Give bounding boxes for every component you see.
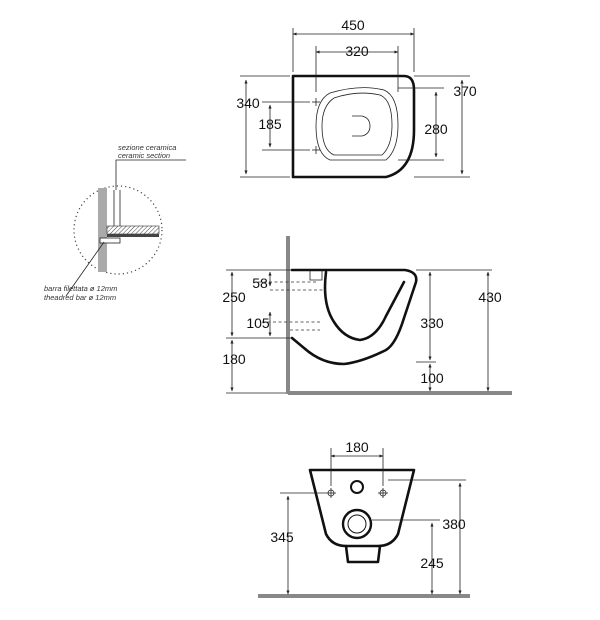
dim-330-label: 330 (420, 315, 444, 331)
detail-ceramic-hatch (106, 225, 160, 235)
front-inlet-circle (350, 480, 364, 494)
detail-wall-section (98, 188, 107, 272)
detail-dotted-circle (73, 185, 163, 275)
front-view: 180 345 380 245 (258, 439, 470, 598)
bar-label-en: theadred bar ø 12mm (44, 293, 116, 302)
ceramic-label-it: sezione ceramica (118, 143, 176, 152)
top-view-inner-rim-2 (321, 92, 393, 156)
front-body-outline (308, 468, 416, 548)
side-view: 58 250 105 180 330 100 430 (222, 236, 512, 395)
top-view-fixing-marks (312, 98, 320, 154)
dim-185-label: 185 (258, 116, 282, 132)
side-toilet-profile (290, 268, 418, 366)
top-view: 450 320 340 185 370 280 (236, 17, 477, 179)
dim-180-front-label: 180 (345, 439, 369, 455)
dim-180-side-label: 180 (222, 351, 246, 367)
front-trap (344, 544, 382, 564)
bar-label-it: barra filettata ø 12mm (44, 284, 117, 293)
top-view-bowl-outline (291, 74, 416, 179)
front-fixing-holes (326, 488, 388, 498)
fixing-detail: sezione ceramica ceramic section barra f… (44, 143, 186, 302)
dim-105-label: 105 (246, 315, 270, 331)
side-trap (323, 270, 406, 342)
dim-340-label: 340 (236, 95, 260, 111)
dim-58-label: 58 (252, 275, 268, 291)
front-drain-circle (341, 508, 373, 540)
dim-380-label: 380 (442, 516, 466, 532)
dim-450-label: 450 (341, 17, 365, 33)
dim-320-label: 320 (345, 43, 369, 59)
dim-280-label: 280 (424, 121, 448, 137)
dim-100-label: 100 (420, 370, 444, 386)
dim-370-label: 370 (453, 83, 477, 99)
top-view-drain (352, 115, 371, 137)
dim-245-label: 245 (420, 555, 444, 571)
top-view-inner-rim (315, 87, 399, 161)
dim-430-label: 430 (478, 289, 502, 305)
dim-250-label: 250 (222, 289, 246, 305)
detail-threaded-bar (99, 237, 121, 244)
ceramic-label-en: ceramic section (118, 151, 170, 160)
dim-345-label: 345 (270, 529, 294, 545)
